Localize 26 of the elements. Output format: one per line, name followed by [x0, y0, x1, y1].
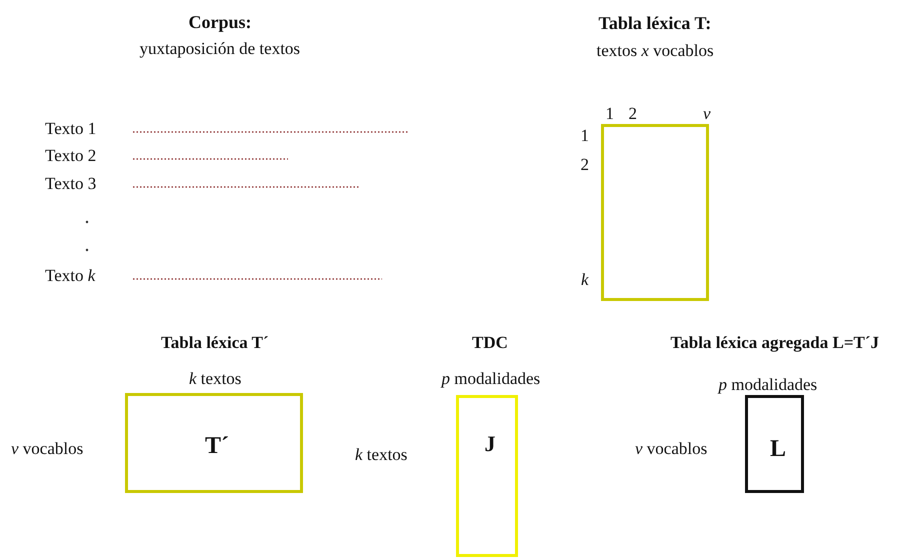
- row-label: v vocablos: [635, 439, 708, 459]
- column-label: p modalidades: [442, 369, 540, 389]
- matrix-symbol: L: [770, 436, 786, 464]
- text-label: Texto 3: [45, 174, 96, 194]
- matrix-symbol: T´: [205, 433, 229, 461]
- corpus-title: Corpus:: [188, 12, 252, 33]
- column-index: 2: [628, 104, 637, 124]
- column-label: k textos: [189, 369, 242, 389]
- row-index: 2: [580, 155, 589, 175]
- column-label: p modalidades: [718, 375, 818, 395]
- row-index: k: [581, 270, 589, 290]
- row-index: 1: [580, 126, 589, 146]
- column-index: 1: [606, 104, 614, 124]
- table-title: Tabla léxica T:: [598, 13, 712, 34]
- text-label: Texto 1: [45, 119, 96, 139]
- table-title: Tabla léxica agregada L=T´J: [670, 333, 880, 353]
- row-label: k textos: [355, 445, 408, 465]
- table-title: Tabla léxica T´: [161, 333, 269, 353]
- table-title: TDC: [472, 333, 508, 353]
- table-subtitle: textos x vocablos: [596, 41, 714, 61]
- text-label: Texto k: [45, 266, 96, 286]
- row-label: v vocablos: [11, 439, 84, 459]
- text-label: Texto 2: [45, 146, 96, 166]
- column-index: v: [703, 104, 711, 124]
- matrix-symbol: J: [484, 431, 496, 456]
- corpus-subtitle: yuxtaposición de textos: [140, 39, 300, 59]
